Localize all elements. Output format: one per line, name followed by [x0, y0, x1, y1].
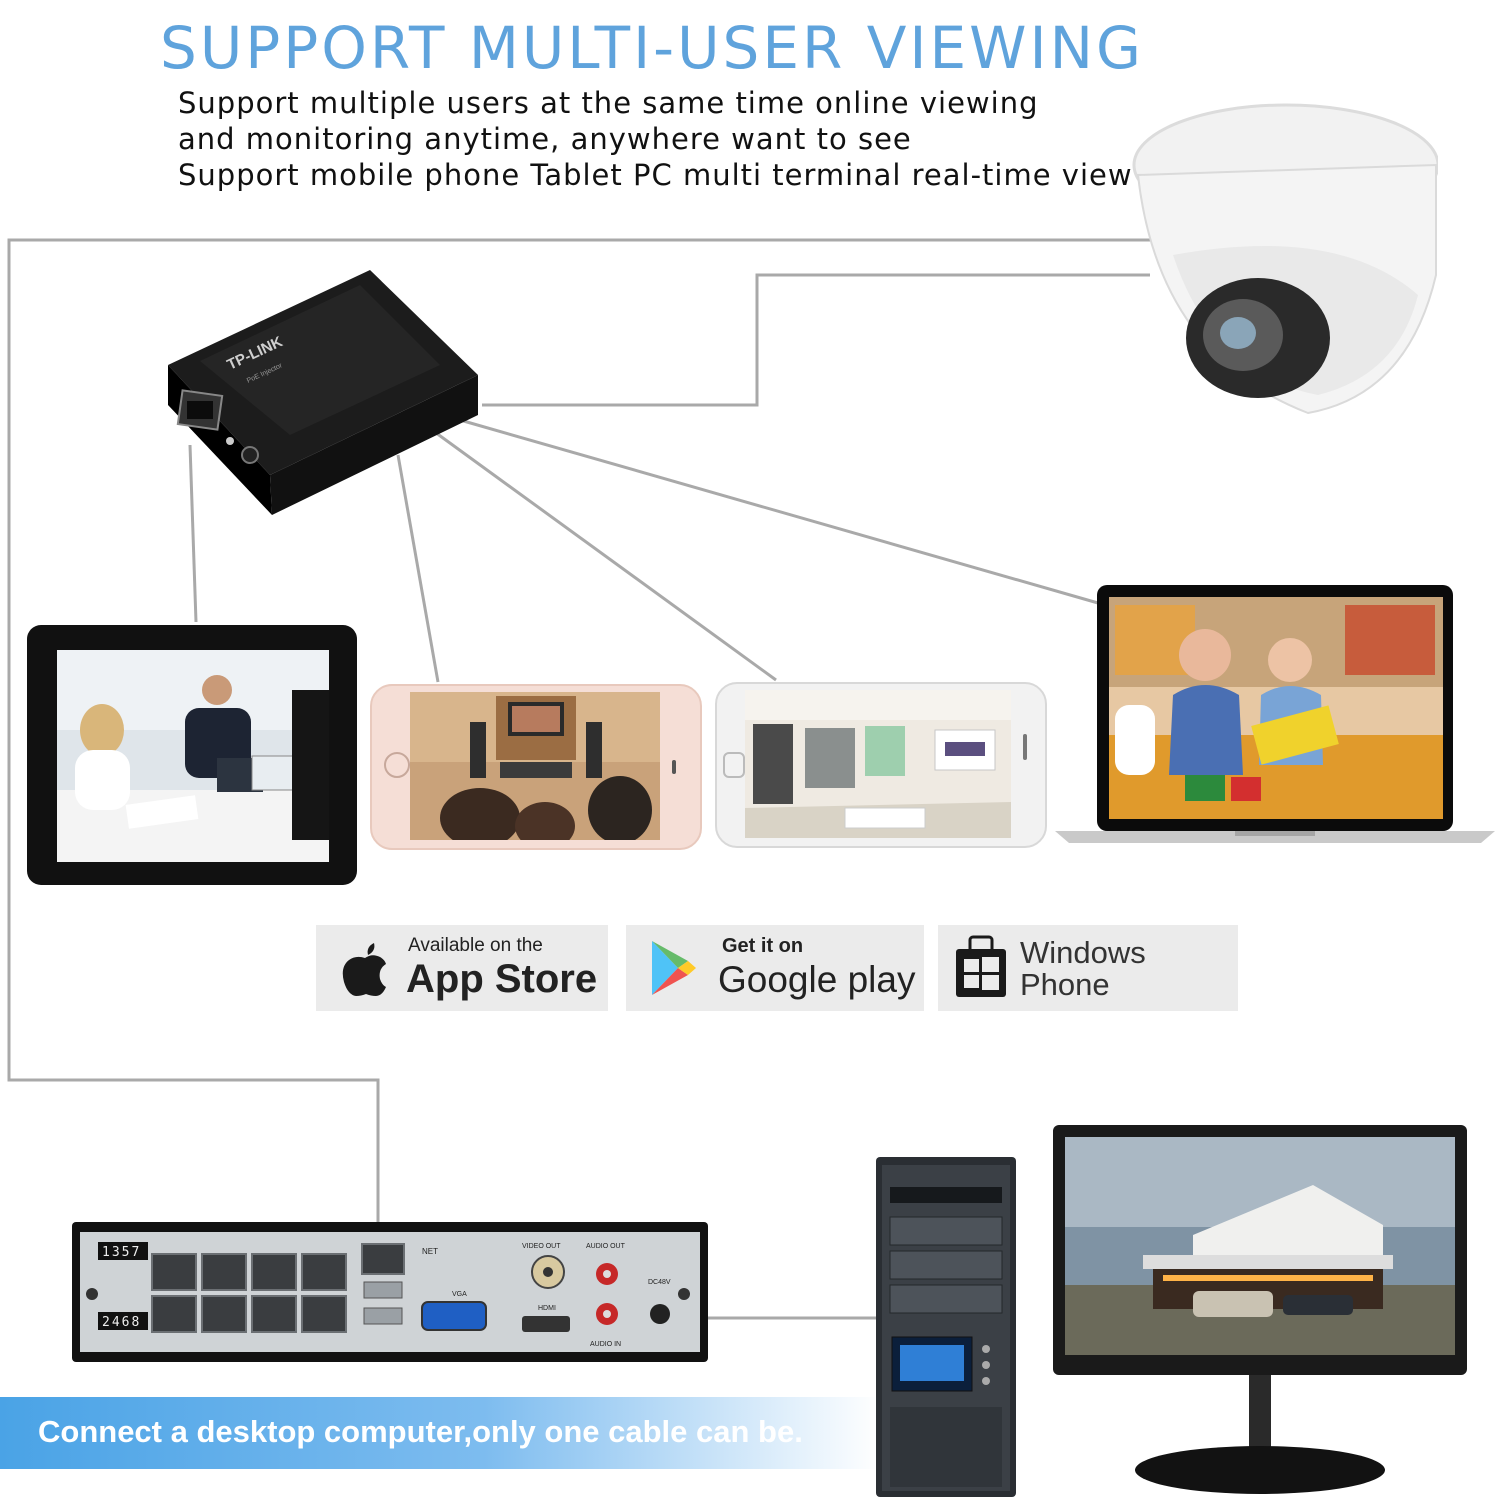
google-play-badge[interactable]: Get it on Google play — [626, 925, 924, 1011]
app-store-badge[interactable]: Available on the App Store — [316, 925, 608, 1011]
app-store-small-text: Available on the — [408, 935, 543, 956]
speaker-icon — [1023, 734, 1027, 760]
wire-camera — [482, 273, 1150, 407]
wire-tablet — [188, 444, 198, 623]
tablet-device — [27, 625, 357, 885]
nvr-audio-in-label: AUDIO IN — [590, 1341, 621, 1348]
subtitle-line-1: Support multiple users at the same time … — [178, 86, 1039, 120]
smartphone-living-room — [370, 684, 702, 850]
subtitle-line-2: and monitoring anytime, anywhere want to… — [178, 122, 912, 156]
google-play-small-text: Get it on — [722, 935, 804, 957]
home-button-icon — [723, 752, 745, 778]
nvr-vga-label: VGA — [452, 1291, 467, 1298]
pc-tower — [876, 1157, 1016, 1497]
windows-phone-icon — [956, 935, 1006, 997]
nvr-dc-label: DC48V — [648, 1279, 671, 1286]
subtitle-line-3: Support mobile phone Tablet PC multi ter… — [178, 158, 1133, 192]
apple-icon — [342, 943, 386, 996]
smartphone-interior — [715, 682, 1047, 848]
nvr-hdmi-label: HDMI — [538, 1305, 556, 1312]
phone1-screen-family-tv-photo — [410, 692, 660, 840]
windows-phone-badge[interactable]: Windows Phone — [938, 925, 1238, 1011]
home-button-icon — [384, 752, 410, 778]
page-headline: SUPPORT MULTI-USER VIEWING — [160, 14, 1144, 82]
wire-laptop — [459, 418, 1099, 605]
nvr-video-out-label: VIDEO OUT — [522, 1243, 561, 1250]
nvr-audio-out-label: AUDIO OUT — [586, 1243, 626, 1250]
dome-camera — [1132, 103, 1438, 415]
pc-monitor — [1053, 1125, 1467, 1494]
wire-left-loop — [7, 238, 1180, 1222]
laptop-device — [1055, 585, 1495, 843]
google-play-icon — [652, 941, 696, 995]
nvr-ports-top-label: 1357 — [102, 1245, 141, 1260]
speaker-icon — [672, 760, 676, 774]
wire-phone2 — [431, 428, 777, 682]
app-store-large-text: App Store — [406, 957, 598, 1001]
phone2-screen-living-room-photo — [745, 690, 1011, 838]
google-play-large-text: Google play — [718, 959, 916, 1000]
tablet-screen-office-photo — [57, 650, 329, 862]
nvr-net-label: NET — [422, 1247, 438, 1256]
nvr-ports-bottom-label: 2468 — [102, 1315, 141, 1330]
bottom-banner — [0, 1397, 880, 1469]
wire-phone1 — [396, 454, 440, 683]
banner-text: Connect a desktop computer,only one cabl… — [38, 1414, 803, 1449]
windows-phone-line1: Windows — [1020, 935, 1146, 970]
windows-phone-line2: Phone — [1020, 967, 1110, 1002]
nvr-recorder: 1357 2468 NET VIDEO OUT AUDIO OUT AUDIO … — [72, 1222, 708, 1362]
poe-injector: TP-LINK PoE Injector — [168, 270, 478, 515]
